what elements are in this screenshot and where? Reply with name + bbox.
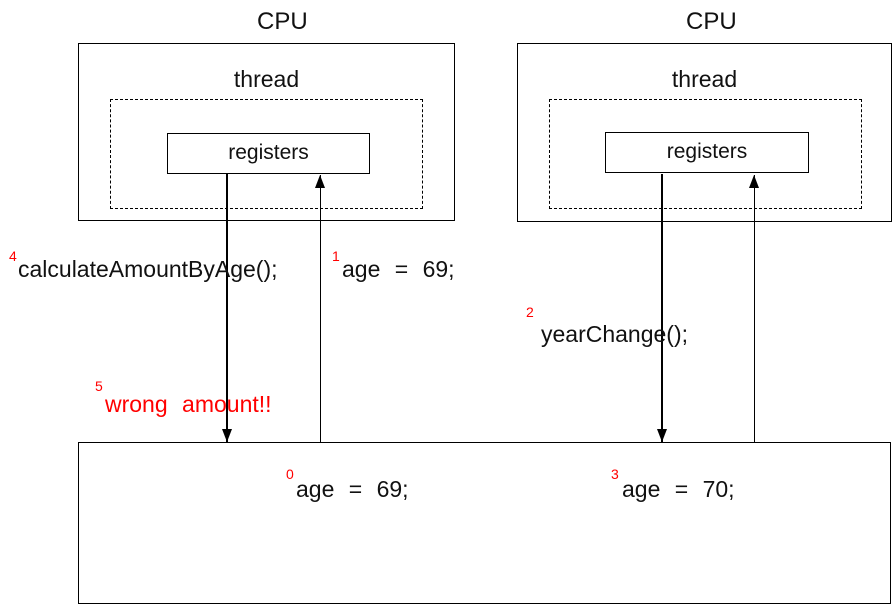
label-age-69-memory: age = 69; xyxy=(296,476,409,502)
arrow-down-right xyxy=(656,174,667,442)
arrowhead-up-icon xyxy=(315,175,326,188)
label-calculate-amount-by-age: calculateAmountByAge(); xyxy=(18,256,278,282)
arrow-up-left xyxy=(315,175,326,442)
label-age-69-register: age = 69; xyxy=(342,256,455,282)
label-year-change: yearChange(); xyxy=(541,321,689,347)
arrowhead-down-icon xyxy=(222,429,233,442)
label-wrong-amount: wrong amount!! xyxy=(105,391,272,417)
annotation-number-1: 1 xyxy=(332,248,340,264)
arrow-up-right xyxy=(749,175,760,442)
thread-dashed-box-right xyxy=(549,99,862,209)
arrowhead-down-icon xyxy=(656,429,667,442)
annotation-number-5: 5 xyxy=(95,378,103,394)
annotation-number-2: 2 xyxy=(526,304,534,320)
cpu-left-box xyxy=(78,43,455,221)
thread-label-left: thread xyxy=(233,66,300,92)
annotation-number-3: 3 xyxy=(611,466,619,482)
arrow-down-left xyxy=(222,174,233,442)
arrowhead-up-icon xyxy=(749,175,760,188)
memory-box xyxy=(78,442,891,604)
cpu-left-title: CPU xyxy=(257,8,308,35)
cpu-right-box xyxy=(517,43,892,222)
thread-label-right: thread xyxy=(671,66,738,92)
registers-label-left: registers xyxy=(228,141,309,164)
thread-dashed-box-left xyxy=(110,99,423,209)
registers-box-right: registers xyxy=(605,132,809,173)
annotation-number-4: 4 xyxy=(9,248,17,264)
registers-label-right: registers xyxy=(666,140,748,163)
registers-box-left: registers xyxy=(167,133,370,174)
annotation-number-0: 0 xyxy=(286,466,294,482)
label-age-70-memory: age = 70; xyxy=(622,476,735,502)
cpu-right-title: CPU xyxy=(686,8,737,35)
